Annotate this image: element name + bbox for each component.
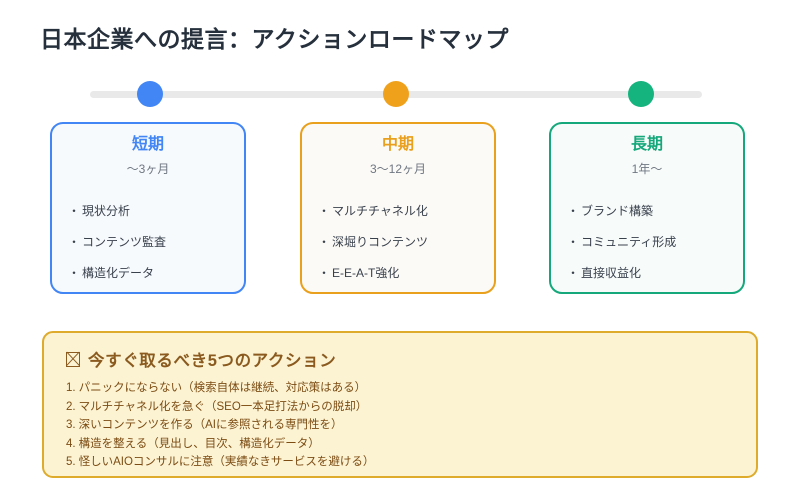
list-item: ・コンテンツ監査 bbox=[68, 227, 244, 258]
phase-card-title: 長期 bbox=[630, 136, 663, 153]
phase-card-long-term: 長期 1年〜 ・ブランド構築 ・コミュニティ形成 ・直接収益化 bbox=[549, 122, 745, 294]
list-item: 2.マルチチャネル化を急ぐ（SEO一本足打法からの脱却） bbox=[66, 398, 756, 417]
list-item-number: 5. bbox=[66, 456, 76, 469]
list-item-number: 1. bbox=[66, 382, 76, 394]
list-item-label: ブランド構築 bbox=[581, 204, 654, 218]
timeline bbox=[90, 81, 702, 107]
list-item-label: コンテンツ監査 bbox=[82, 235, 167, 249]
phase-card-mid-term: 中期 3〜12ヶ月 ・マルチチャネル化 ・深堀りコンテンツ ・E-E-A-T強化 bbox=[300, 122, 496, 294]
list-item: 3.深いコンテンツを作る（AIに参照される専門性を） bbox=[66, 416, 756, 435]
list-item-label: コミュニティ形成 bbox=[581, 235, 677, 249]
phase-card-title: 短期 bbox=[131, 136, 164, 153]
phase-card-duration: 3〜12ヶ月 bbox=[369, 162, 427, 176]
action-callout-box: 今すぐ取るべき5つのアクション 1.パニックにならない（検索自体は継続、対応策は… bbox=[42, 331, 758, 478]
list-item: ・E-E-A-T強化 bbox=[318, 258, 494, 289]
bullet-icon: ・ bbox=[318, 204, 331, 218]
list-item-label: 現状分析 bbox=[82, 204, 131, 218]
page-title: 日本企業への提言：アクションロードマップ bbox=[40, 26, 509, 52]
tofu-missing-glyph-icon bbox=[66, 351, 80, 367]
bullet-icon: ・ bbox=[567, 204, 580, 218]
list-item: ・コミュニティ形成 bbox=[567, 227, 743, 258]
timeline-dot-short-term bbox=[137, 81, 163, 107]
list-item-label: 構造を整える（見出し、目次、構造化データ） bbox=[78, 437, 320, 450]
list-item: ・現状分析 bbox=[68, 196, 244, 227]
list-item-label: マルチチャネル化 bbox=[332, 204, 428, 218]
phase-card-duration: 1年〜 bbox=[631, 162, 663, 176]
bullet-icon: ・ bbox=[68, 266, 81, 280]
phase-card-item-list: ・現状分析 ・コンテンツ監査 ・構造化データ bbox=[52, 196, 244, 289]
list-item: ・マルチチャネル化 bbox=[318, 196, 494, 227]
list-item-label: E-E-A-T強化 bbox=[332, 266, 400, 280]
list-item: 1.パニックにならない（検索自体は継続、対応策はある） bbox=[66, 379, 756, 398]
bullet-icon: ・ bbox=[318, 266, 331, 280]
list-item: 5.怪しいAIOコンサルに注意（実績なきサービスを避ける） bbox=[66, 453, 756, 472]
list-item: ・ブランド構築 bbox=[567, 196, 743, 227]
list-item-label: 直接収益化 bbox=[581, 266, 642, 280]
bullet-icon: ・ bbox=[68, 204, 81, 218]
bullet-icon: ・ bbox=[567, 235, 580, 249]
phase-card-title: 中期 bbox=[381, 136, 414, 153]
list-item-number: 3. bbox=[66, 419, 76, 432]
list-item-label: 深いコンテンツを作る（AIに参照される専門性を） bbox=[78, 419, 343, 432]
bullet-icon: ・ bbox=[318, 235, 331, 249]
bullet-icon: ・ bbox=[68, 235, 81, 249]
list-item: 4.構造を整える（見出し、目次、構造化データ） bbox=[66, 435, 756, 454]
list-item-label: 怪しいAIOコンサルに注意（実績なきサービスを避ける） bbox=[78, 456, 375, 469]
phase-card-item-list: ・マルチチャネル化 ・深堀りコンテンツ ・E-E-A-T強化 bbox=[302, 196, 494, 289]
phase-card-duration: 〜3ヶ月 bbox=[126, 162, 170, 176]
timeline-dot-long-term bbox=[628, 81, 654, 107]
list-item: ・直接収益化 bbox=[567, 258, 743, 289]
bullet-icon: ・ bbox=[567, 266, 580, 280]
list-item: ・深堀りコンテンツ bbox=[318, 227, 494, 258]
action-item-list: 1.パニックにならない（検索自体は継続、対応策はある） 2.マルチチャネル化を急… bbox=[44, 379, 756, 472]
list-item-label: パニックにならない（検索自体は継続、対応策はある） bbox=[78, 382, 367, 394]
list-item-label: マルチチャネル化を急ぐ（SEO一本足打法からの脱却） bbox=[78, 400, 368, 413]
phase-card-item-list: ・ブランド構築 ・コミュニティ形成 ・直接収益化 bbox=[551, 196, 743, 289]
timeline-dot-mid-term bbox=[383, 81, 409, 107]
list-item-number: 4. bbox=[66, 437, 76, 450]
list-item-label: 深堀りコンテンツ bbox=[332, 235, 429, 249]
list-item-number: 2. bbox=[66, 400, 76, 413]
list-item: ・構造化データ bbox=[68, 258, 244, 289]
action-box-heading-label: 今すぐ取るべき5つのアクション bbox=[88, 352, 337, 370]
list-item-label: 構造化データ bbox=[82, 266, 155, 280]
action-box-heading: 今すぐ取るべき5つのアクション bbox=[66, 347, 756, 371]
phase-card-short-term: 短期 〜3ヶ月 ・現状分析 ・コンテンツ監査 ・構造化データ bbox=[50, 122, 246, 294]
